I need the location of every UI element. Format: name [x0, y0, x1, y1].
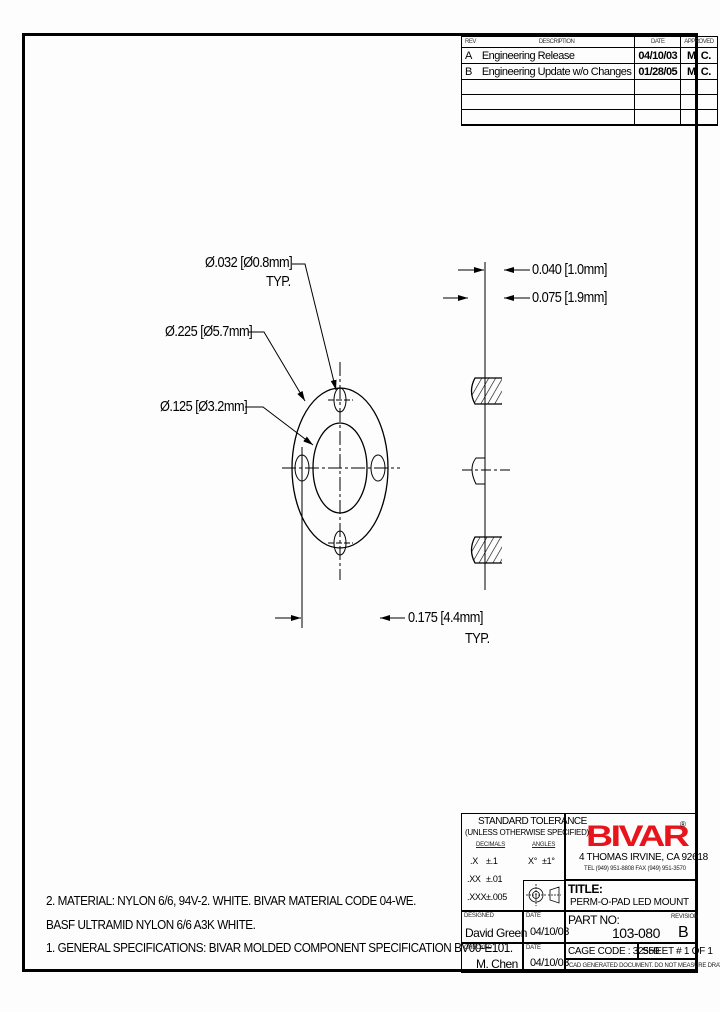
check-date-cell: DATE 04/10/03 [523, 943, 569, 973]
tol-xxx: .XXX [467, 892, 487, 902]
disclaimer-cell: CAD GENERATED DOCUMENT. DO NOT MEASURE D… [565, 959, 720, 973]
check-date-label: DATE [526, 945, 541, 951]
cage-code: CAGE CODE : 32559 [568, 946, 660, 957]
rev-date: 04/10/03 [634, 47, 682, 64]
title-cell: TITLE: PERM-O-PAD LED MOUNT [565, 880, 698, 911]
hole-diameter-label: Ø.032 [Ø0.8mm] [205, 254, 293, 271]
revision-row-empty [460, 109, 718, 126]
rev-approved: M. C. [680, 63, 718, 80]
cage-code-cell: CAGE CODE : 32559 [565, 943, 659, 959]
revision-row-empty [460, 79, 718, 95]
note-1: 1. GENERAL SPECIFICATIONS: BIVAR MOLDED … [46, 940, 513, 955]
part-number-cell: PART NO: 103-080 REVISION B [565, 911, 698, 943]
bivar-logo: BIVAR [586, 820, 690, 853]
sheet-cell: SHEET # 1 OF 1 [638, 943, 713, 959]
outer-diameter-label: Ø.225 [Ø5.7mm] [165, 323, 253, 340]
hole-spacing-label: 0.175 [4.4mm] [408, 609, 483, 626]
tol-angle: X° [528, 856, 538, 866]
side-view [443, 262, 530, 590]
tolerance-subtitle: (UNLESS OTHERWISE SPECIFIED) [465, 828, 589, 837]
part-number: 103-080 [612, 925, 660, 941]
design-date-cell: DATE 04/10/03 [523, 911, 569, 943]
designer-cell: DESIGNED David Green [461, 911, 527, 943]
thickness-2-label: 0.075 [1.9mm] [532, 289, 607, 306]
revision-table: REV DESCRIPTION DATE APPROVED A Engineer… [460, 36, 718, 126]
design-date: 04/10/03 [530, 926, 569, 938]
note-2: 2. MATERIAL: NYLON 6/6, 94V-2. WHITE. BI… [46, 893, 416, 908]
designer-label: DESIGNED [464, 913, 494, 919]
note-2-cont: BASF ULTRAMID NYLON 6/6 A3K WHITE. [46, 917, 256, 932]
check-date: 04/10/03 [530, 957, 569, 969]
design-date-label: DATE [526, 913, 541, 919]
checker-label: CHECKED [464, 945, 492, 951]
sheet-number: SHEET # 1 OF 1 [642, 946, 713, 957]
drawing-frame [22, 33, 698, 972]
angles-label: ANGLES [532, 842, 556, 848]
tolerance-title: STANDARD TOLERANCE [478, 816, 587, 827]
rev-approved: M. C. [680, 47, 718, 64]
part-no-label: PART NO: [568, 913, 620, 927]
tol-x: .X [470, 856, 478, 866]
tolerance-block: STANDARD TOLERANCE (UNLESS OTHERWISE SPE… [461, 813, 589, 911]
tol-xx-val: ±.01 [486, 874, 503, 884]
checker-cell: CHECKED M. Chen [461, 943, 523, 973]
company-address: 4 THOMAS IRVINE, CA 92618 [579, 852, 708, 863]
company-phone: TEL (949) 951-8808 FAX (949) 951-3570 [584, 866, 686, 872]
registered-mark: ® [680, 820, 686, 829]
checker-name: M. Chen [476, 957, 518, 971]
spacing-typ-label: TYP. [465, 630, 490, 647]
title-label: TITLE: [568, 882, 603, 896]
revision-label: REVISION [671, 914, 699, 920]
tol-angle-val: ±1° [542, 856, 555, 866]
third-angle-projection-icon [526, 884, 561, 906]
part-title: PERM-O-PAD LED MOUNT [570, 897, 689, 908]
revision-row-empty [460, 94, 718, 110]
hole-typ-label: TYP. [266, 273, 291, 290]
company-block [565, 813, 698, 880]
tol-x-val: ±.1 [486, 856, 498, 866]
front-view [245, 263, 405, 628]
designer-name: David Green [465, 926, 527, 940]
tol-xxx-val: ±.005 [486, 892, 507, 902]
thickness-1-label: 0.040 [1.0mm] [532, 261, 607, 278]
decimals-label: DECIMALS [476, 842, 506, 848]
disclaimer: CAD GENERATED DOCUMENT. DO NOT MEASURE D… [569, 963, 720, 969]
revision-letter: B [678, 924, 689, 941]
inner-diameter-label: Ø.125 [Ø3.2mm] [160, 398, 248, 415]
revision-row: B Engineering Update w/o Changes 01/28/0… [460, 63, 718, 80]
projection-symbol-box [523, 880, 565, 911]
tol-xx: .XX [467, 874, 481, 884]
